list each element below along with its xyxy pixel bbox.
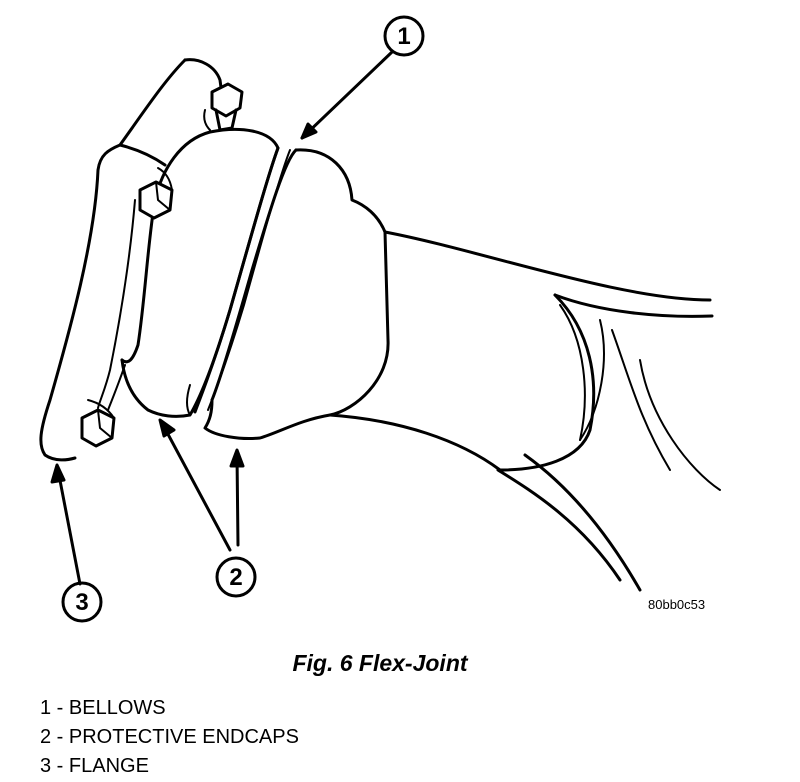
callout-circle-2 xyxy=(215,556,257,598)
left-endcap xyxy=(120,127,280,418)
callout-number-1: 1 xyxy=(397,23,410,50)
leader-arrow-1 xyxy=(300,50,394,140)
image-code: 80bb0c53 xyxy=(648,597,705,612)
bolt-bottom xyxy=(80,399,116,448)
bolt-middle xyxy=(138,167,174,220)
callout-number-3: 3 xyxy=(75,589,88,616)
bolt-top xyxy=(210,82,244,132)
callout-number-2: 2 xyxy=(229,564,242,591)
leader-arrow-2b xyxy=(229,448,245,547)
flex-joint-illustration: 1 2 3 80bb0c53 xyxy=(39,15,721,623)
legend-item-flange: 3 - FLANGE xyxy=(40,755,149,777)
legend-item-bellows: 1 - BELLOWS xyxy=(40,697,166,719)
exhaust-pipe xyxy=(328,230,721,592)
legend-item-protective-endcaps: 2 - PROTECTIVE ENDCAPS xyxy=(40,726,299,748)
leader-arrow-3 xyxy=(50,463,82,586)
callout-circle-1 xyxy=(383,15,425,57)
leader-arrow-2a xyxy=(158,418,232,552)
legend-list: 1 - BELLOWS 2 - PROTECTIVE ENDCAPS 3 - F… xyxy=(40,694,299,781)
right-endcap xyxy=(203,148,390,440)
flange xyxy=(39,58,224,462)
callout-circle-3 xyxy=(61,581,103,623)
figure-caption: Fig. 6 Flex-Joint xyxy=(292,650,468,676)
